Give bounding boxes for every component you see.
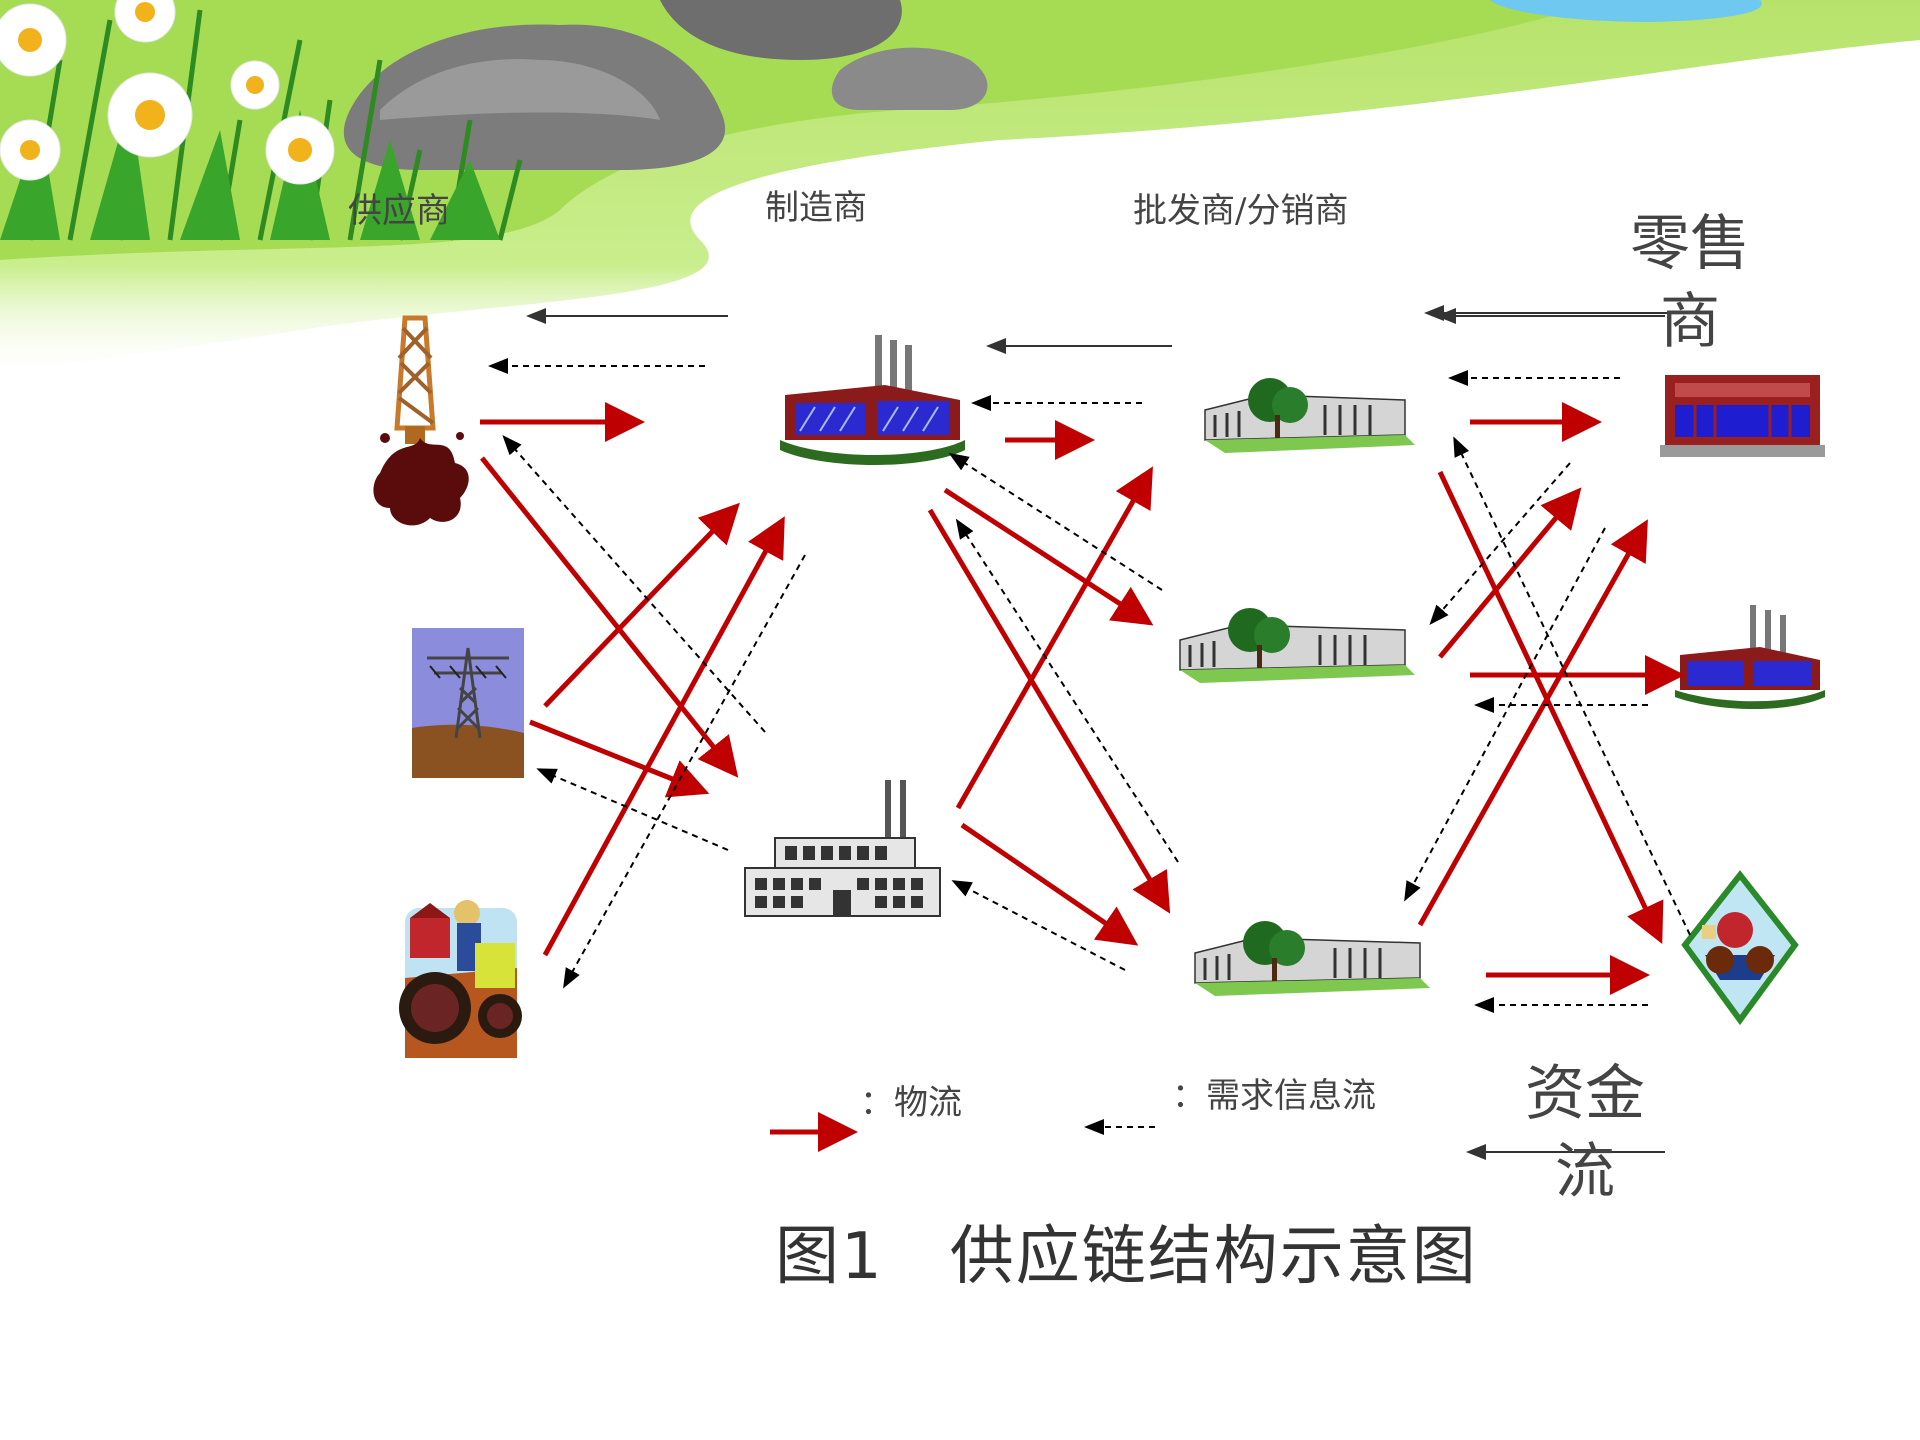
rocks-icon (343, 0, 988, 170)
column-label-supplier: 供应商 (348, 191, 450, 231)
info-flow-arrow (1404, 527, 1606, 902)
logistics-arrow (955, 466, 1153, 810)
column-label-retailer: 零售商 (1630, 209, 1750, 357)
farmer-diamond-icon (1681, 870, 1799, 1026)
warehouse-icon (1179, 608, 1415, 683)
warehouse-icon (1204, 378, 1415, 453)
legend-capital-label: 资金流 (1525, 1059, 1645, 1207)
logistics-arrow (480, 456, 739, 778)
info-flow-arrow (948, 452, 1163, 591)
blue-factory-icon (1675, 605, 1825, 709)
gray-factory-icon (744, 780, 941, 917)
flow-arrows (480, 308, 1691, 1013)
info-flow-arrow (536, 768, 729, 851)
farmer-tractor-icon (399, 900, 522, 1058)
logistics-arrow (1437, 470, 1664, 945)
info-flow-arrow (502, 435, 766, 733)
column-label-wholesaler: 批发商/分销商 (1133, 191, 1349, 231)
logistics-arrow (943, 487, 1154, 626)
pond-icon (1490, 0, 1762, 22)
power-tower-icon (412, 628, 524, 778)
legend-demand-info-label: ：需求信息流 (1172, 1076, 1376, 1116)
logistics-arrow (1438, 487, 1582, 659)
info-flow-arrow (563, 554, 806, 989)
logistics-arrow (960, 822, 1139, 946)
figure-caption: 图1 供应链结构示意图 (775, 1220, 1478, 1294)
info-flow-arrow (955, 518, 1179, 863)
logistics-arrow (529, 719, 710, 798)
logistics-arrow (542, 516, 785, 957)
column-label-manufacturer: 制造商 (765, 188, 867, 228)
info-flow-arrow (951, 880, 1126, 971)
daisy-flowers-icon (0, 0, 523, 241)
logistics-arrow (1417, 519, 1648, 927)
blue-factory-icon (780, 335, 965, 465)
warehouse-icon (1194, 921, 1430, 996)
logistics-arrow (927, 508, 1171, 914)
info-flow-arrow (1429, 462, 1571, 626)
logistics-arrow (543, 502, 740, 708)
oil-derrick-icon (373, 315, 469, 526)
info-flow-arrow (1453, 436, 1691, 936)
storefront-icon (1660, 375, 1825, 457)
legend-logistics-label: ：物流 (860, 1083, 962, 1123)
